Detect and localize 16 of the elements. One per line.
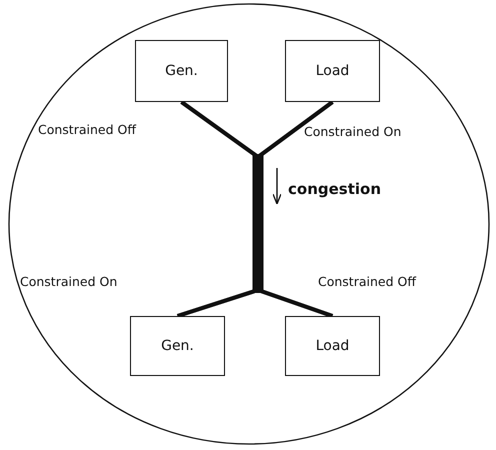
box-label: Gen. xyxy=(165,63,198,79)
box-label: Load xyxy=(316,63,350,79)
box-label: Load xyxy=(316,338,350,354)
annotation-text: congestion xyxy=(288,180,382,198)
constraint-label: Constrained Off xyxy=(38,122,136,137)
constraint-label: Constrained On xyxy=(304,124,402,139)
constraint-label: Constrained Off xyxy=(318,274,416,289)
constraint-label: Constrained On xyxy=(20,274,118,289)
box-label: Gen. xyxy=(161,338,194,354)
circle-boundary xyxy=(8,3,490,445)
box xyxy=(130,316,225,376)
box xyxy=(285,316,380,376)
box xyxy=(135,40,228,102)
box xyxy=(285,40,380,102)
connector-line xyxy=(256,100,334,318)
thick-trunk-line xyxy=(252,154,264,293)
